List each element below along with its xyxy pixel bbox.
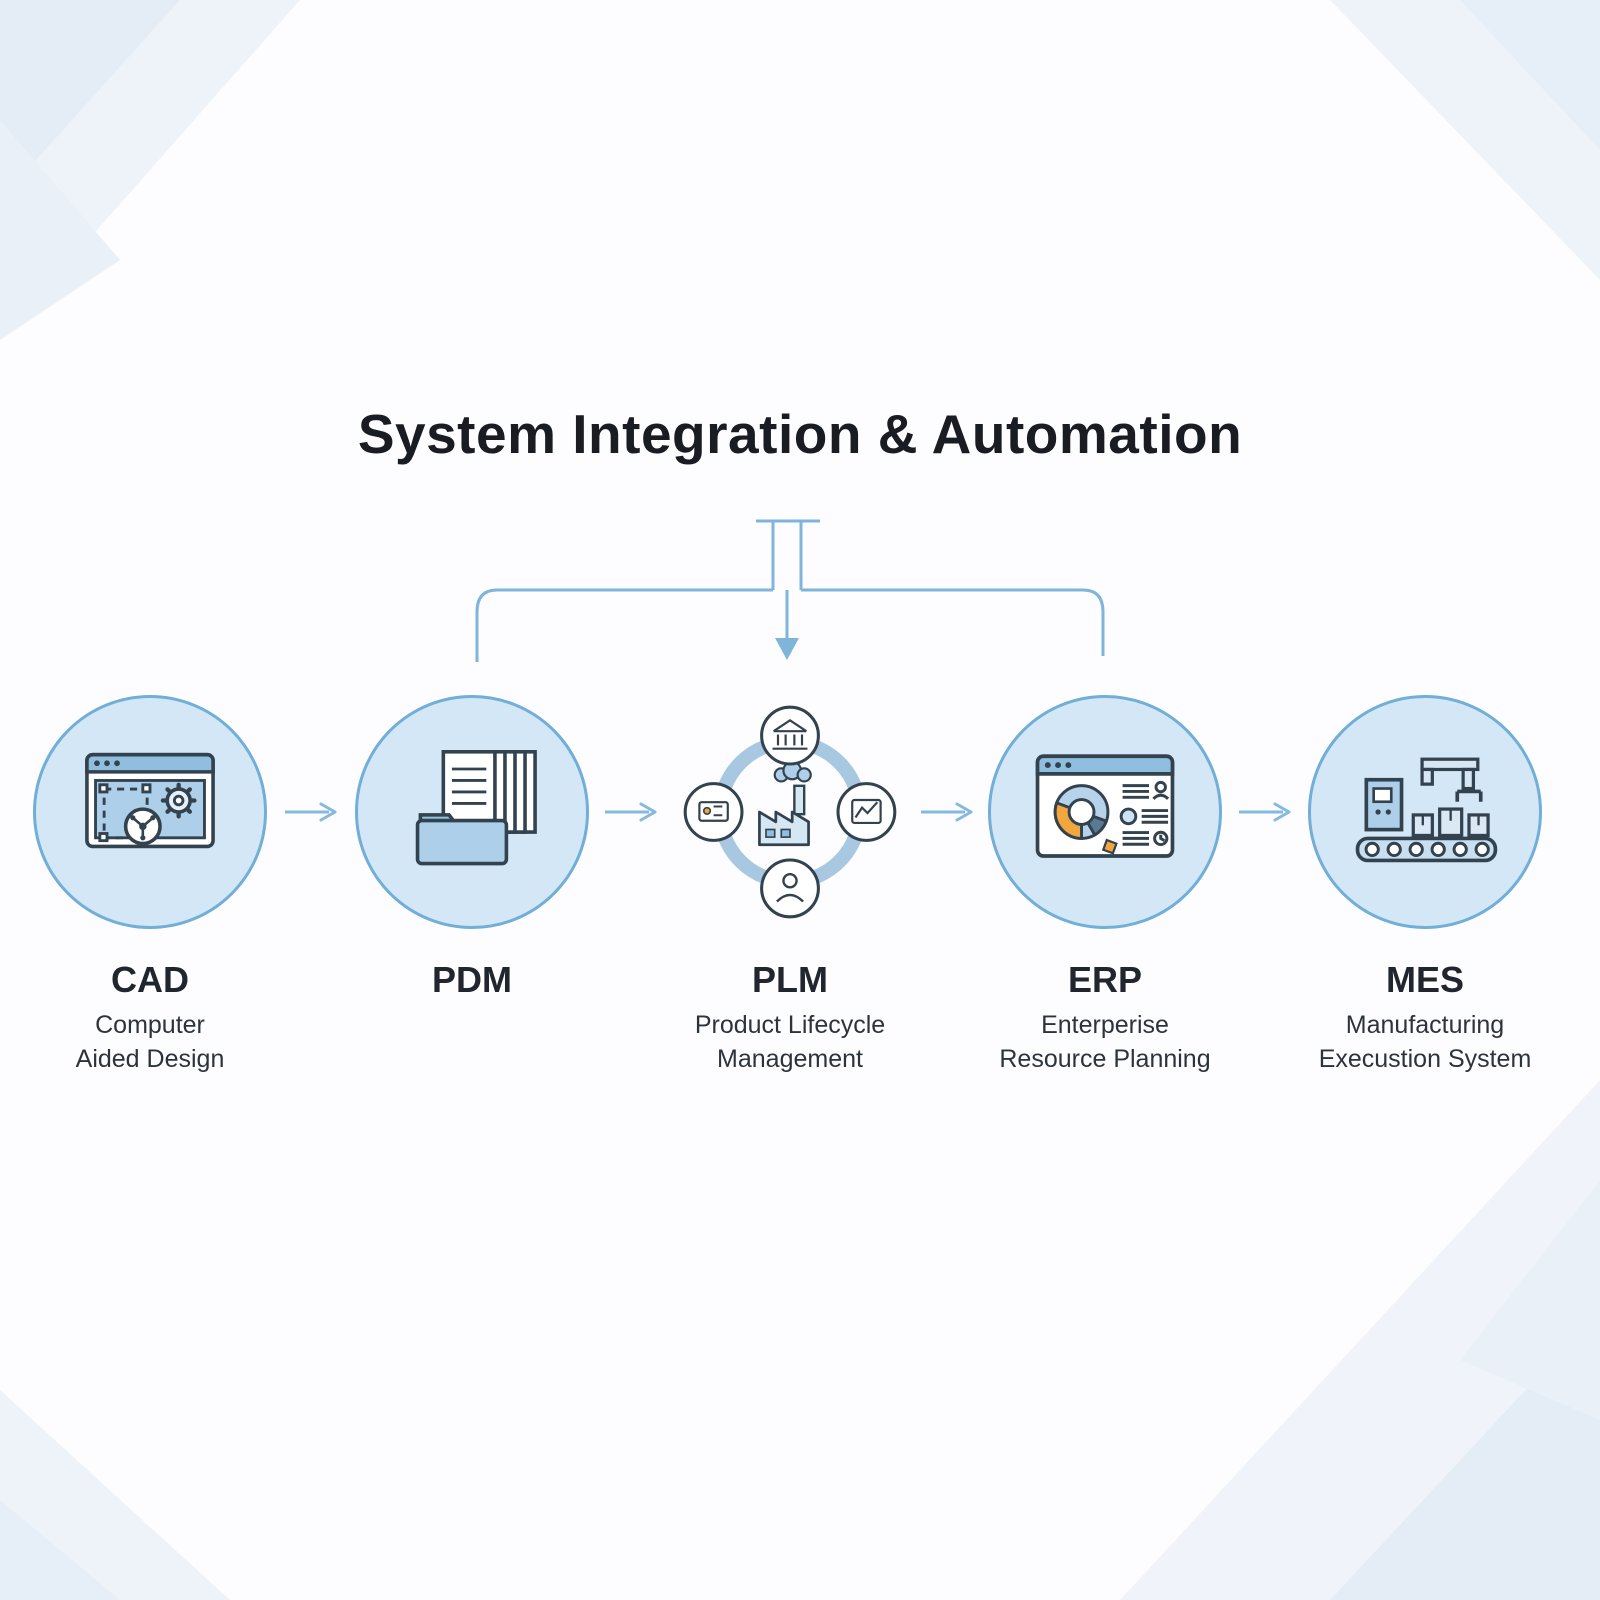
node-acronym: PDM	[432, 959, 512, 1000]
mes-assembly-line-icon	[1355, 757, 1498, 863]
building-icon	[772, 718, 808, 750]
subtitle-line: Management	[717, 1044, 863, 1073]
cad-circle	[33, 695, 267, 929]
node-cad: CAD Computer Aided Design	[0, 695, 300, 1077]
tag-icon	[698, 801, 729, 822]
cad-design-window-icon	[85, 752, 215, 849]
subtitle-line: Computer	[95, 1011, 205, 1039]
pdm-documents-folder-icon	[415, 750, 537, 866]
subtitle-line: Execustion System	[1318, 1044, 1532, 1073]
right-arrow-icon	[921, 802, 973, 822]
subtitle-line: Enterperise	[1041, 1011, 1169, 1039]
node-subtitle: Product Lifecycle Management	[640, 1009, 940, 1077]
right-arrow-icon	[1239, 802, 1291, 822]
node-erp: ERP Enterperise Resource Planning	[955, 695, 1255, 1077]
subtitle-line: Manufacturing	[1345, 1011, 1505, 1039]
boxes-icon	[1411, 807, 1490, 838]
node-subtitle: Manufacturing Execustion System	[1275, 1009, 1575, 1077]
connector-right-bracket	[801, 588, 1105, 656]
down-arrow-icon	[775, 638, 799, 660]
subtitle-line: Resource Planning	[999, 1044, 1211, 1073]
erp-dashboard-chart-icon	[1035, 754, 1175, 858]
diagram-title: System Integration & Automation	[357, 403, 1243, 465]
plm-cycle	[659, 681, 921, 943]
subtitle-line: Product Lifecycle	[694, 1011, 886, 1039]
node-acronym: PLM	[752, 959, 828, 1000]
connector-left-bracket	[475, 588, 773, 662]
person-icon	[776, 873, 804, 903]
pdm-circle	[355, 695, 589, 929]
donut-chart-icon	[1053, 784, 1118, 855]
right-arrow-icon	[605, 802, 657, 822]
plm-lifecycle-cycle-icon	[683, 705, 897, 919]
building-node	[760, 705, 820, 766]
node-acronym: ERP	[1067, 959, 1143, 1000]
node-acronym: CAD	[111, 959, 189, 1000]
node-subtitle: Enterperise Resource Planning	[955, 1009, 1255, 1077]
erp-circle	[988, 695, 1222, 929]
right-arrow-icon	[285, 802, 337, 822]
chart-icon	[851, 798, 882, 825]
node-mes: MES Manufacturing Execustion System	[1275, 695, 1575, 1077]
robot-arm-icon	[1420, 757, 1483, 802]
node-pdm: PDM	[322, 695, 622, 1009]
node-subtitle: Computer Aided Design	[0, 1009, 300, 1077]
mes-circle	[1308, 695, 1542, 929]
node-acronym: MES	[1385, 959, 1464, 1000]
node-plm: PLM Product Lifecycle Management	[640, 695, 940, 1077]
factory-icon	[758, 760, 812, 847]
subtitle-line: Aided Design	[75, 1044, 225, 1073]
list-rows-icon	[1119, 780, 1170, 847]
